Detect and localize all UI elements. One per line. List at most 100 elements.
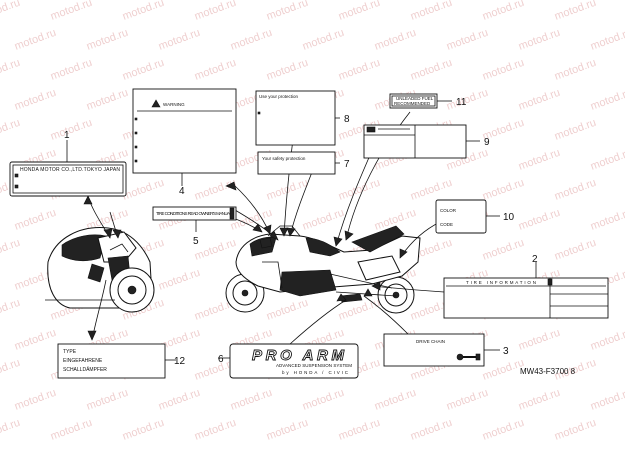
watermark-text: motod.ru [481, 237, 526, 263]
callout-11: 11 [456, 97, 467, 108]
watermark-text: motod.ru [481, 57, 526, 83]
watermark-text: motod.ru [337, 0, 382, 23]
label-2-tire: TIRE INFORMATION [443, 277, 609, 319]
watermark-text: motod.ru [517, 207, 562, 233]
watermark-text: motod.ru [85, 27, 130, 53]
watermark-text: motod.ru [481, 417, 526, 443]
watermark-text: motod.ru [229, 387, 274, 413]
watermark-text: motod.ru [265, 57, 310, 83]
label-4-warning: WARNING [132, 88, 237, 174]
watermark-text: motod.ru [553, 417, 598, 443]
type-line3: SCHALLDÄMPFER [63, 366, 107, 373]
watermark-text: motod.ru [0, 117, 22, 143]
label-5-caution: TIRE CONDITIONS READ OWNER'S MANUAL [152, 206, 237, 221]
chain-title: DRIVE CHAIN [416, 339, 445, 344]
caution-text: TIRE CONDITIONS READ OWNER'S MANUAL [156, 211, 232, 216]
watermark-text: motod.ru [157, 387, 202, 413]
watermark-text: motod.ru [589, 327, 625, 353]
watermark-text: motod.ru [13, 327, 58, 353]
label-8-emission: Use your protection [255, 90, 336, 146]
watermark-text: motod.ru [589, 207, 625, 233]
watermark-text: motod.ru [85, 87, 130, 113]
callout-1: 1 [64, 130, 70, 141]
watermark-text: motod.ru [49, 57, 94, 83]
watermark-text: motod.ru [121, 0, 166, 23]
watermark-text: motod.ru [0, 357, 22, 383]
label-6-proarm: PRO ARM ADVANCED SUSPENSION SYSTEM by HO… [229, 343, 359, 379]
watermark-text: motod.ru [265, 297, 310, 323]
label-7-safety: Your safety protection [257, 151, 336, 175]
watermark-text: motod.ru [193, 237, 238, 263]
watermark-text: motod.ru [121, 417, 166, 443]
watermark-text: motod.ru [49, 417, 94, 443]
watermark-text: motod.ru [13, 387, 58, 413]
watermark-text: motod.ru [517, 27, 562, 53]
watermark-text: motod.ru [301, 27, 346, 53]
watermark-text: motod.ru [553, 0, 598, 23]
watermark-text: motod.ru [193, 0, 238, 23]
watermark-text: motod.ru [0, 0, 22, 23]
watermark-text: motod.ru [409, 57, 454, 83]
callout-2: 2 [532, 254, 538, 265]
watermark-text: motod.ru [337, 417, 382, 443]
callout-10: 10 [503, 212, 515, 223]
label-9-panel [363, 124, 467, 159]
watermark-text: motod.ru [517, 387, 562, 413]
watermark-text: motod.ru [373, 387, 418, 413]
watermark-text: motod.ru [0, 417, 22, 443]
watermark-text: motod.ru [49, 0, 94, 23]
watermark-text: motod.ru [589, 387, 625, 413]
proarm-sub: ADVANCED SUSPENSION SYSTEM [276, 363, 352, 368]
watermark-text: motod.ru [553, 117, 598, 143]
type-line1: TYPE [63, 349, 77, 355]
callout-9: 9 [484, 137, 490, 148]
label-1-maker: HONDA MOTOR CO.,LTD.TOKYO JAPAN [9, 161, 127, 197]
watermark-text: motod.ru [589, 147, 625, 173]
callout-4: 4 [179, 186, 185, 197]
watermark-text: motod.ru [13, 207, 58, 233]
watermark-text: motod.ru [409, 417, 454, 443]
watermark-text: motod.ru [49, 117, 94, 143]
watermark-text: motod.ru [553, 57, 598, 83]
watermark-text: motod.ru [193, 177, 238, 203]
bike-front-closeup [45, 227, 155, 313]
watermark-text: motod.ru [481, 0, 526, 23]
watermark-text: motod.ru [517, 147, 562, 173]
watermark-text: motod.ru [229, 27, 274, 53]
watermark-text: motod.ru [193, 417, 238, 443]
watermark-text: motod.ru [0, 297, 22, 323]
label-12-type: TYPE EINGEFAHRENE SCHALLDÄMPFER [57, 343, 166, 379]
color-line2: CODE [440, 222, 453, 227]
watermark-text: motod.ru [445, 87, 490, 113]
watermark-text: motod.ru [481, 177, 526, 203]
label-11-fuel: UNLEADED FUEL RECOMMENDED [389, 93, 438, 109]
watermark-text: motod.ru [553, 177, 598, 203]
watermark-text: motod.ru [0, 57, 22, 83]
bike-main [225, 225, 421, 314]
watermark-text: motod.ru [409, 0, 454, 23]
watermark-text: motod.ru [121, 177, 166, 203]
watermark-text: motod.ru [13, 87, 58, 113]
fuel-line2: RECOMMENDED [394, 101, 431, 106]
warning-title: WARNING [163, 102, 185, 107]
callout-6: 6 [218, 354, 224, 365]
watermark-text: motod.ru [589, 87, 625, 113]
watermark-text: motod.ru [157, 267, 202, 293]
watermark-text: motod.ru [373, 27, 418, 53]
watermark-text: motod.ru [265, 417, 310, 443]
arrowheads [83, 181, 408, 341]
label-3-chain: DRIVE CHAIN [383, 333, 485, 367]
watermark-text: motod.ru [517, 87, 562, 113]
watermark-text: motod.ru [85, 387, 130, 413]
watermark-text: motod.ru [301, 387, 346, 413]
watermark-text: motod.ru [301, 207, 346, 233]
tire-title: TIRE INFORMATION [466, 280, 536, 285]
watermark-text: motod.ru [157, 27, 202, 53]
fuel-line1: UNLEADED FUEL [396, 96, 434, 101]
watermark-text: motod.ru [409, 177, 454, 203]
callout-12: 12 [174, 356, 186, 367]
watermark-text: motod.ru [553, 237, 598, 263]
emission-b-text: Your safety protection [262, 156, 306, 161]
watermark-text: motod.ru [121, 57, 166, 83]
color-line1: COLOR [440, 208, 457, 213]
